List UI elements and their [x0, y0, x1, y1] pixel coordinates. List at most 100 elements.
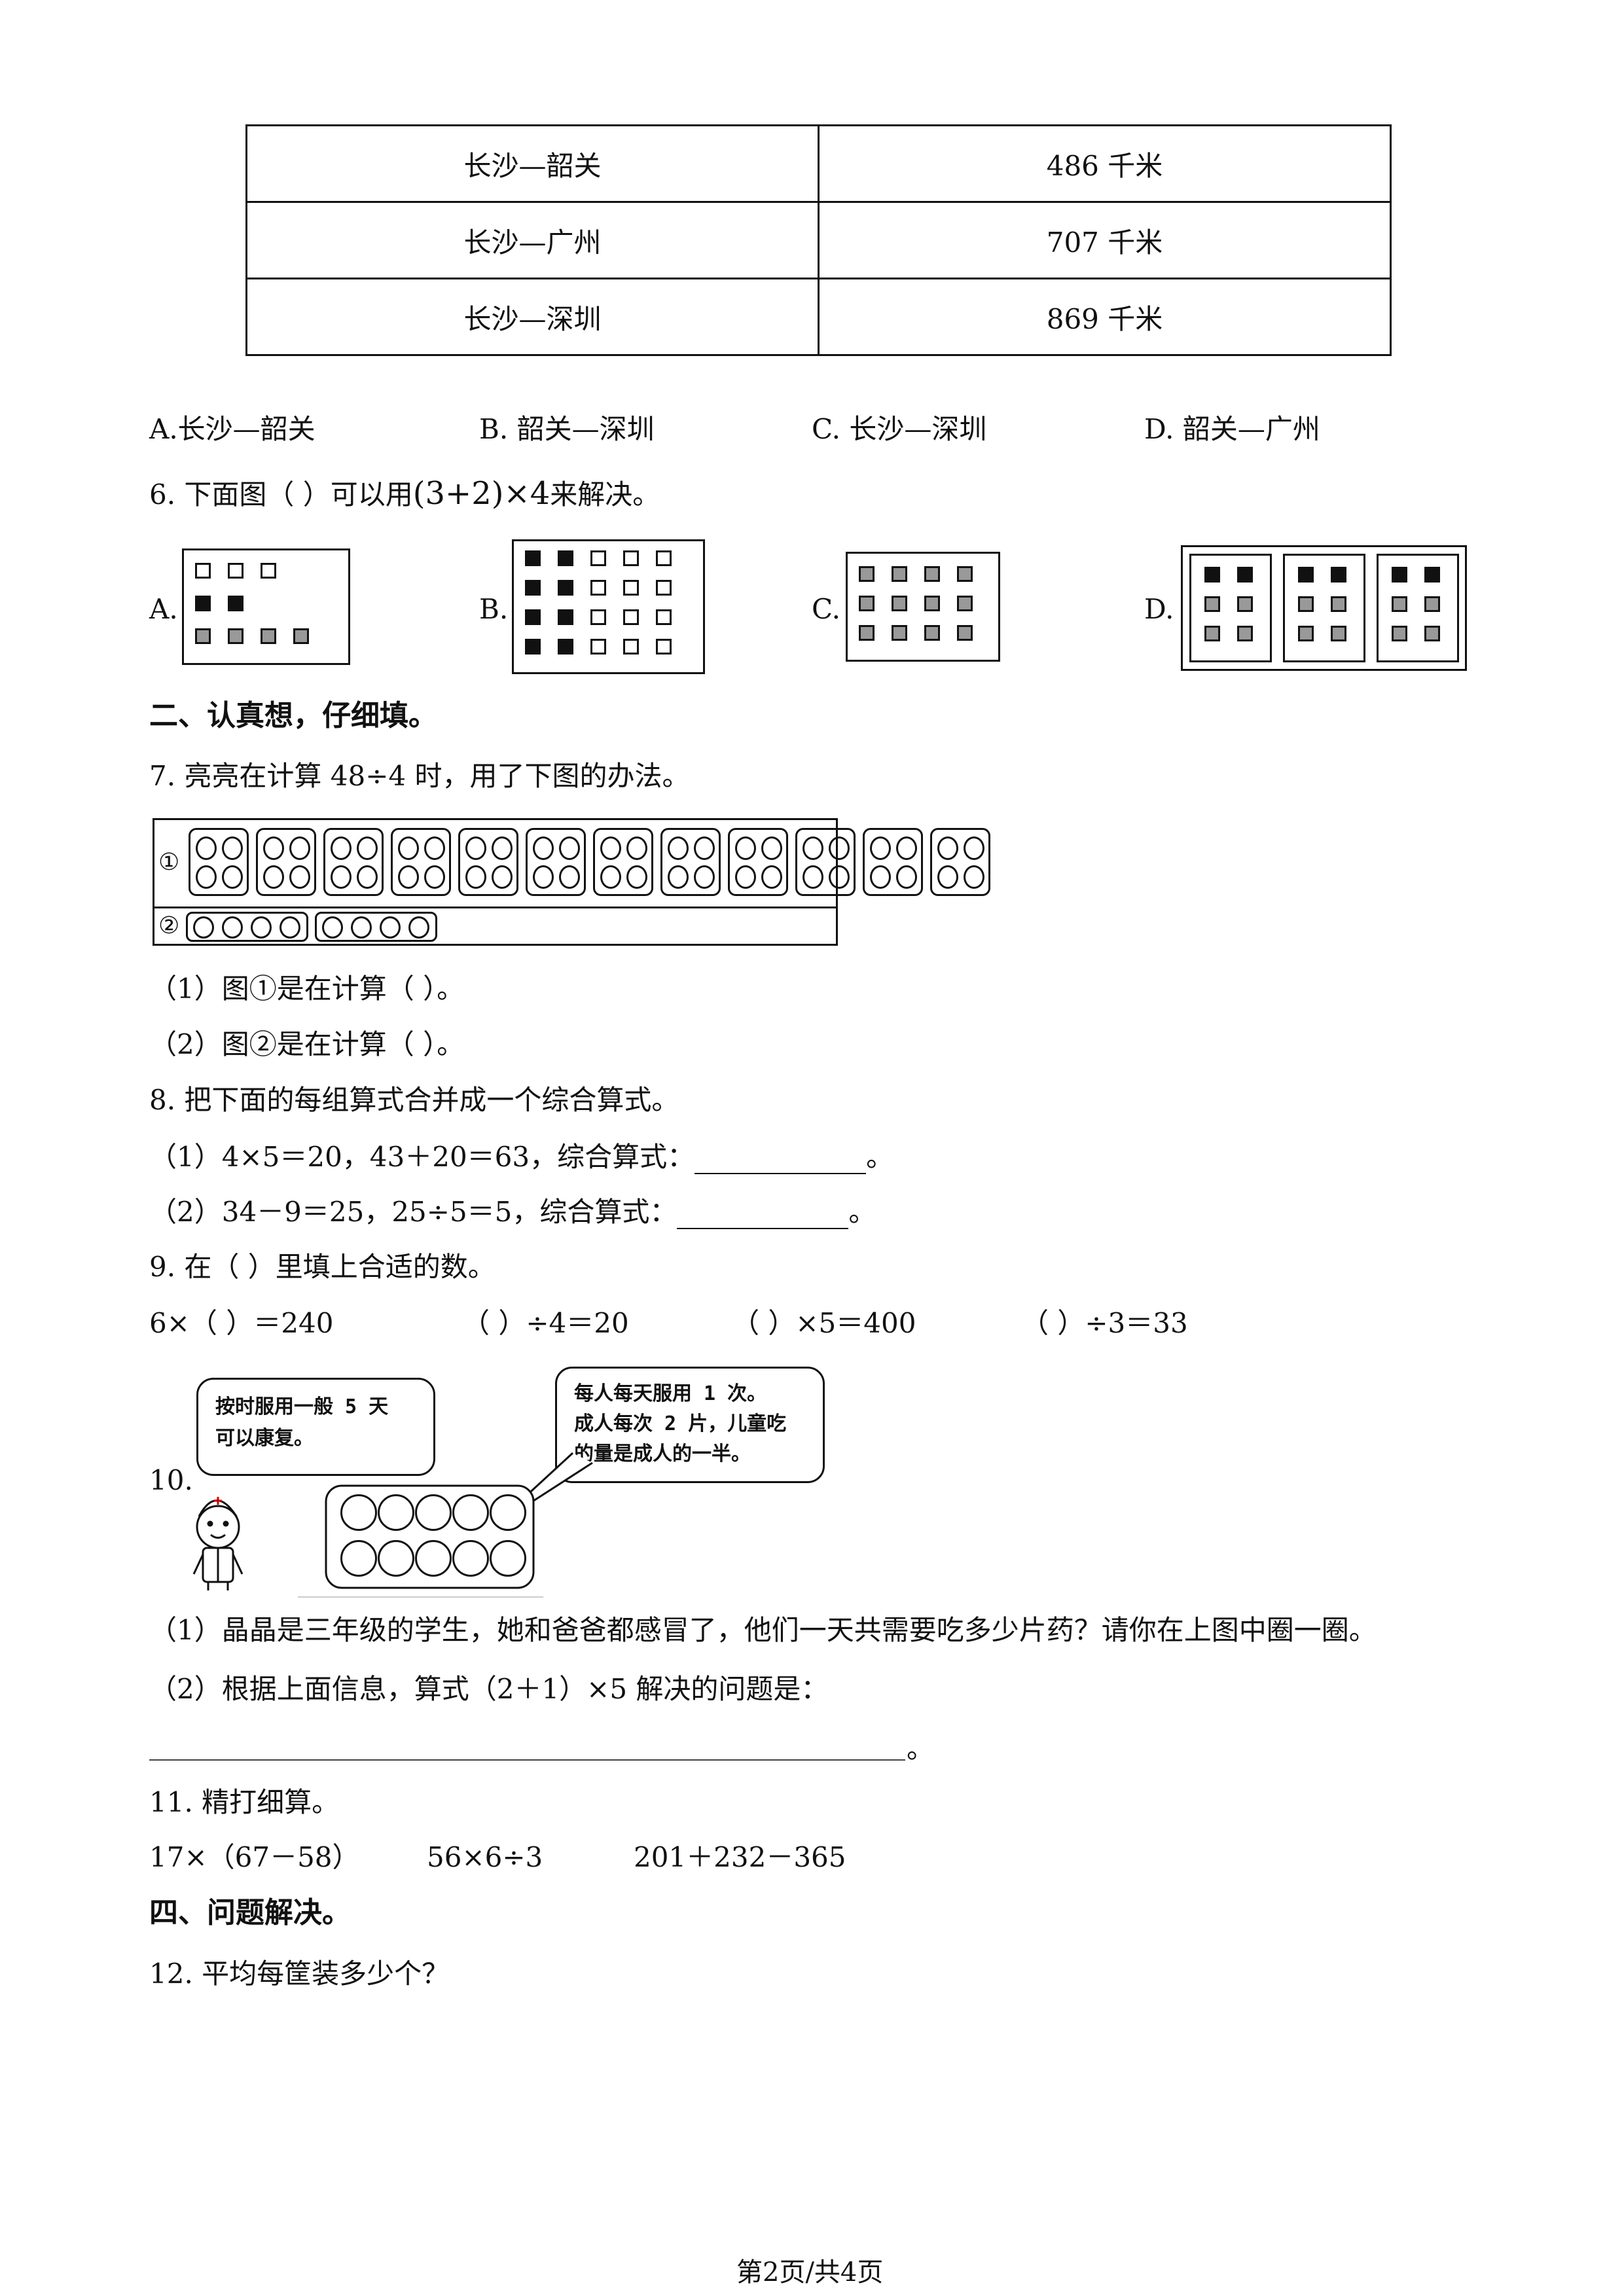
q7-sub1: （1）图①是在计算（ ）。: [149, 973, 465, 1005]
q10-sub2: （2）根据上面信息，算式（2＋1）×5 解决的问题是：: [149, 1673, 829, 1705]
counter-circle: [694, 836, 715, 860]
black-square: [1331, 567, 1346, 583]
group-box: [526, 828, 586, 896]
counter-circle: [222, 916, 243, 939]
pill-circle[interactable]: [340, 1540, 377, 1577]
counter-circle: [331, 865, 352, 889]
counter-circle: [357, 865, 378, 889]
divider: [154, 906, 838, 908]
gray-square: [957, 566, 973, 582]
pill-circle[interactable]: [490, 1494, 526, 1531]
counter-circle: [331, 836, 352, 860]
gray-square: [924, 596, 940, 611]
gray-square: [859, 596, 875, 611]
counter-circle: [761, 865, 782, 889]
row1-label: ①: [158, 849, 180, 876]
answer-blank[interactable]: [695, 1147, 867, 1174]
table-row: 长沙—深圳 869 千米: [245, 278, 1392, 356]
pill-circle[interactable]: [415, 1494, 452, 1531]
group-box: [795, 828, 856, 896]
counter-circle: [896, 836, 917, 860]
counter-circle: [870, 865, 891, 889]
gray-square: [892, 596, 907, 611]
q8-sub1-end: 。: [866, 1141, 894, 1173]
black-square: [525, 580, 541, 596]
instruction-speech-bubble: 每人每天服用 1 次。 成人每次 2 片，儿童吃 的量是成人的一半。: [555, 1367, 825, 1483]
q11-item: 17×（67－58）: [149, 1841, 360, 1873]
white-square: [195, 563, 211, 579]
white-square: [261, 563, 276, 579]
group-box: [323, 828, 384, 896]
group-box: [186, 912, 308, 942]
answer-blank[interactable]: [677, 1202, 849, 1229]
bubble-line: 的量是成人的一半。: [574, 1443, 751, 1465]
white-square: [623, 609, 639, 625]
q11-item: 56×6÷3: [427, 1841, 543, 1873]
counter-circle: [735, 836, 756, 860]
black-square: [558, 550, 573, 566]
bubble-line: 按时服用一般 5 天: [215, 1395, 389, 1418]
black-square: [1392, 567, 1407, 583]
pill-circle[interactable]: [452, 1540, 489, 1577]
counter-circle: [492, 836, 513, 860]
group-box: [660, 828, 721, 896]
table-row: 长沙—韶关 486 千米: [245, 124, 1392, 203]
q8-sub2-end: 。: [848, 1196, 876, 1228]
counter-circle: [533, 865, 554, 889]
q7-sub2: （2）图②是在计算（ ）。: [149, 1028, 465, 1060]
counter-circle: [380, 916, 401, 939]
q6-label-a: A.: [149, 593, 178, 625]
counter-circle: [424, 836, 445, 860]
bubble-line: 成人每次 2 片，儿童吃: [574, 1412, 787, 1435]
q6-stem: 6. 下面图（ ）可以用(3+2)×4来解决。: [149, 476, 660, 512]
white-square: [228, 563, 244, 579]
counter-circle: [196, 836, 217, 860]
bubble-line: 每人每天服用 1 次。: [574, 1382, 767, 1405]
counter-circle: [351, 916, 372, 939]
counter-circle: [263, 865, 284, 889]
q5-option-d: D. 韶关—广州: [1144, 413, 1320, 445]
counter-circle: [357, 836, 378, 860]
counter-circle: [492, 865, 513, 889]
counter-circle: [600, 865, 621, 889]
gray-square: [195, 628, 211, 644]
section-heading: 二、认真想，仔细填。: [149, 699, 437, 732]
counter-circle: [668, 865, 689, 889]
counter-circle: [964, 836, 984, 860]
pill-circle[interactable]: [415, 1540, 452, 1577]
q5-option-a: A.长沙—韶关: [149, 413, 316, 445]
pill-circle[interactable]: [340, 1494, 377, 1531]
route-cell: 长沙—韶关: [245, 124, 820, 203]
black-square: [525, 609, 541, 625]
route-cell: 长沙—深圳: [245, 278, 820, 356]
answer-line[interactable]: [149, 1759, 905, 1761]
counter-circle: [735, 865, 756, 889]
group-box: [1189, 554, 1272, 662]
black-square: [1237, 567, 1253, 583]
gray-square: [293, 628, 309, 644]
q8-sub2: （2）34－9＝25，25÷5＝5，综合算式：。: [149, 1195, 876, 1229]
black-square: [1298, 567, 1314, 583]
q7-stem: 7. 亮亮在计算 48÷4 时，用了下图的办法。: [149, 760, 690, 792]
gray-square: [1424, 626, 1440, 641]
pill-circle[interactable]: [490, 1540, 526, 1577]
counter-circle: [424, 865, 445, 889]
counter-circle: [263, 836, 284, 860]
gray-square: [924, 625, 940, 641]
row2-label: ②: [158, 912, 180, 939]
q8-sub1-text: （1）4×5＝20，43＋20＝63，综合算式：: [149, 1141, 695, 1173]
counter-circle: [222, 836, 243, 860]
group-box: [930, 828, 990, 896]
counter-circle: [533, 836, 554, 860]
q8-stem: 8. 把下面的每组算式合并成一个综合算式。: [149, 1084, 679, 1116]
q6-figure-d: [1181, 545, 1467, 671]
counter-circle: [559, 865, 580, 889]
gray-square: [892, 566, 907, 582]
gray-square: [957, 596, 973, 611]
pill-circle[interactable]: [378, 1494, 414, 1531]
gray-square: [1392, 626, 1407, 641]
pill-circle[interactable]: [378, 1540, 414, 1577]
counter-circle: [668, 836, 689, 860]
black-square: [558, 639, 573, 655]
pill-circle[interactable]: [452, 1494, 489, 1531]
